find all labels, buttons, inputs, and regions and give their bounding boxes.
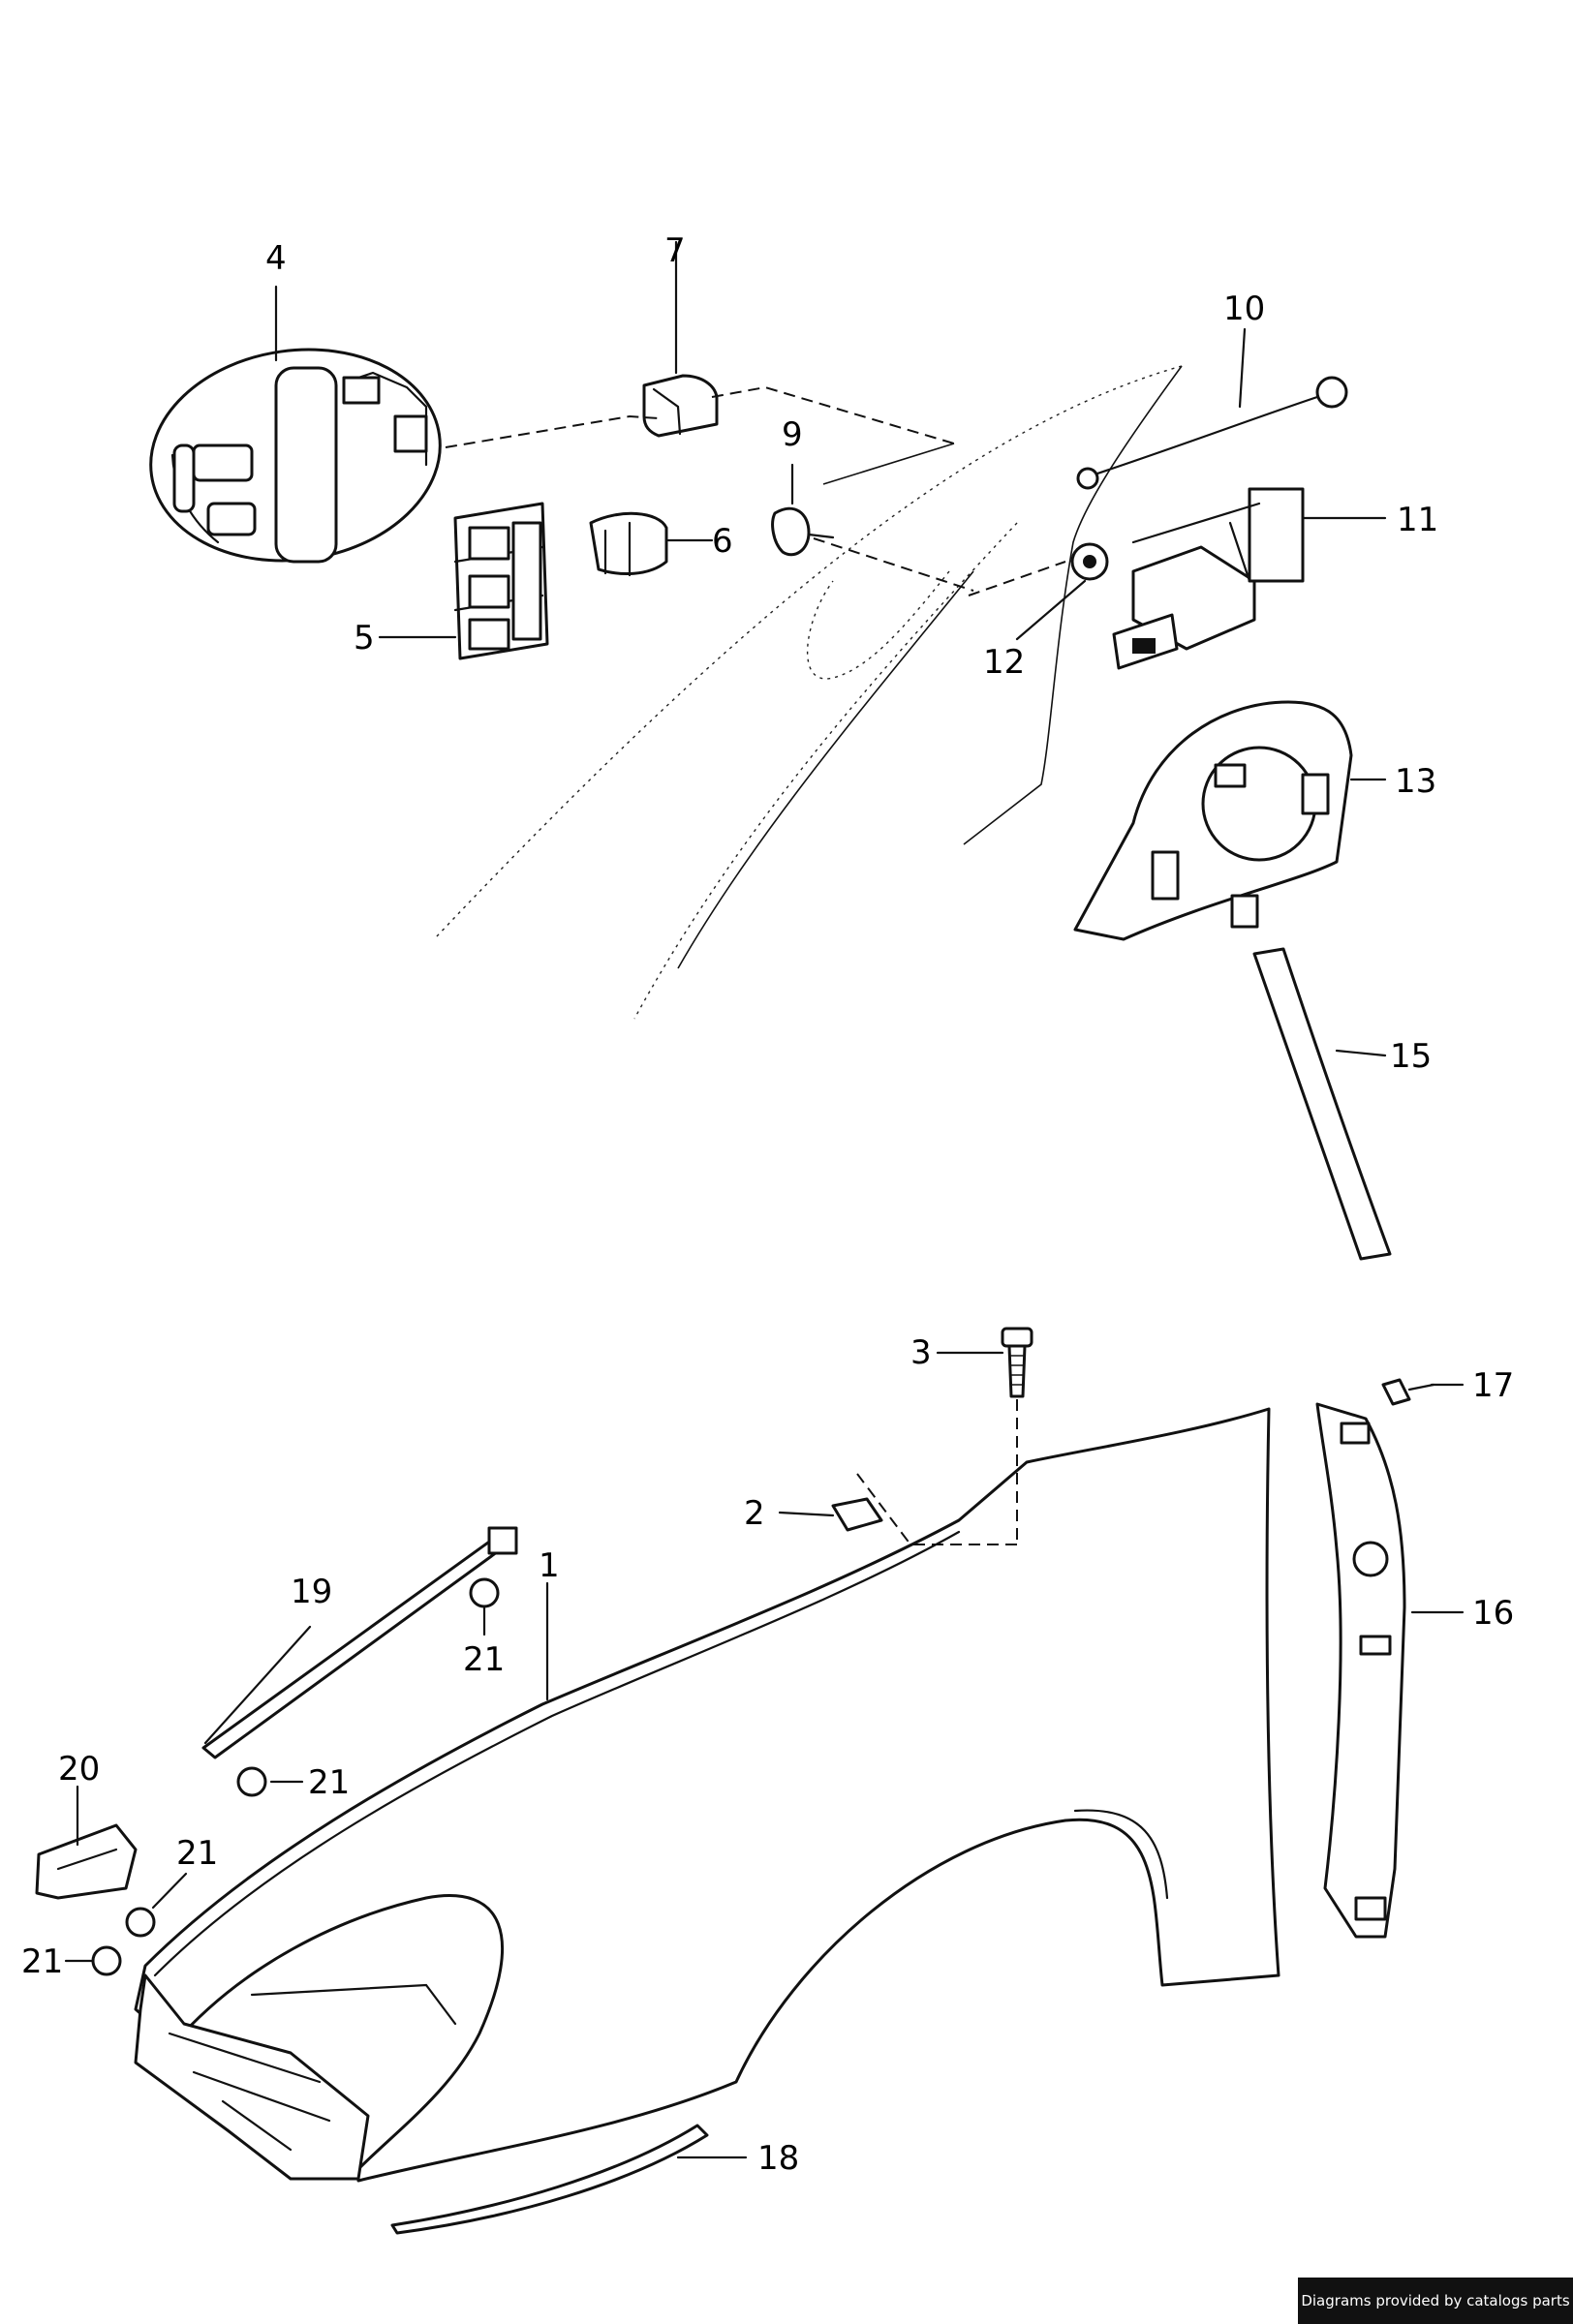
callout-20: 20: [58, 1750, 100, 1789]
part-1-fender: [134, 1407, 1280, 2183]
callout-18: 18: [757, 2139, 799, 2178]
part-15-hose: [1252, 947, 1392, 1261]
callout-16: 16: [1472, 1594, 1514, 1633]
credit-banner: Diagrams provided by catalogs parts: [1298, 2278, 1573, 2324]
part-3-bolt: [1001, 1327, 1033, 1398]
callout-3: 3: [910, 1333, 932, 1372]
callout-13: 13: [1395, 762, 1436, 801]
callout-15: 15: [1390, 1037, 1432, 1076]
callout-labels: 4 5 6 7 9 10 11 12 13 15 3 17 2 1 19 21 …: [21, 231, 1514, 2178]
part-17-clip: [1381, 1378, 1435, 1406]
callout-2: 2: [744, 1494, 765, 1533]
callout-12: 12: [983, 643, 1025, 682]
part-7-buffer: [642, 374, 719, 438]
callout-19: 19: [291, 1573, 332, 1611]
callout-17: 17: [1472, 1366, 1514, 1405]
callout-10: 10: [1223, 290, 1265, 328]
part-4-fuel-flap: [149, 348, 442, 564]
part-11-actuator: [1112, 487, 1305, 670]
part-2-nut-plate: [831, 1497, 883, 1532]
callout-21-left: 21: [21, 1942, 63, 1981]
callout-21-top: 21: [463, 1640, 505, 1679]
callout-1: 1: [539, 1546, 560, 1585]
callout-11: 11: [1397, 501, 1438, 539]
leader-lines: [64, 240, 1465, 2159]
part-5-hinge: [453, 502, 549, 660]
callout-21-right: 21: [176, 1834, 218, 1873]
callout-21-mid: 21: [308, 1763, 350, 1802]
part-13-filler-housing: [1073, 700, 1353, 941]
part-12-grommet: [1070, 542, 1109, 581]
part-19-strut: [201, 1526, 518, 1759]
part-6-clip: [589, 511, 668, 577]
part-16-side-panel: [1315, 1402, 1406, 1939]
callout-6: 6: [712, 522, 733, 561]
body-panel-outline: [435, 365, 1183, 1020]
assembly-lines: [445, 385, 1066, 1545]
part-18-trim-strip: [390, 2124, 709, 2235]
part-20-bracket: [35, 1823, 138, 1900]
part-10-cable: [1076, 376, 1348, 490]
callout-7: 7: [664, 231, 686, 270]
part-9-cap: [771, 506, 835, 557]
callout-5: 5: [354, 619, 375, 657]
callout-9: 9: [782, 415, 803, 454]
callout-4: 4: [265, 239, 287, 278]
